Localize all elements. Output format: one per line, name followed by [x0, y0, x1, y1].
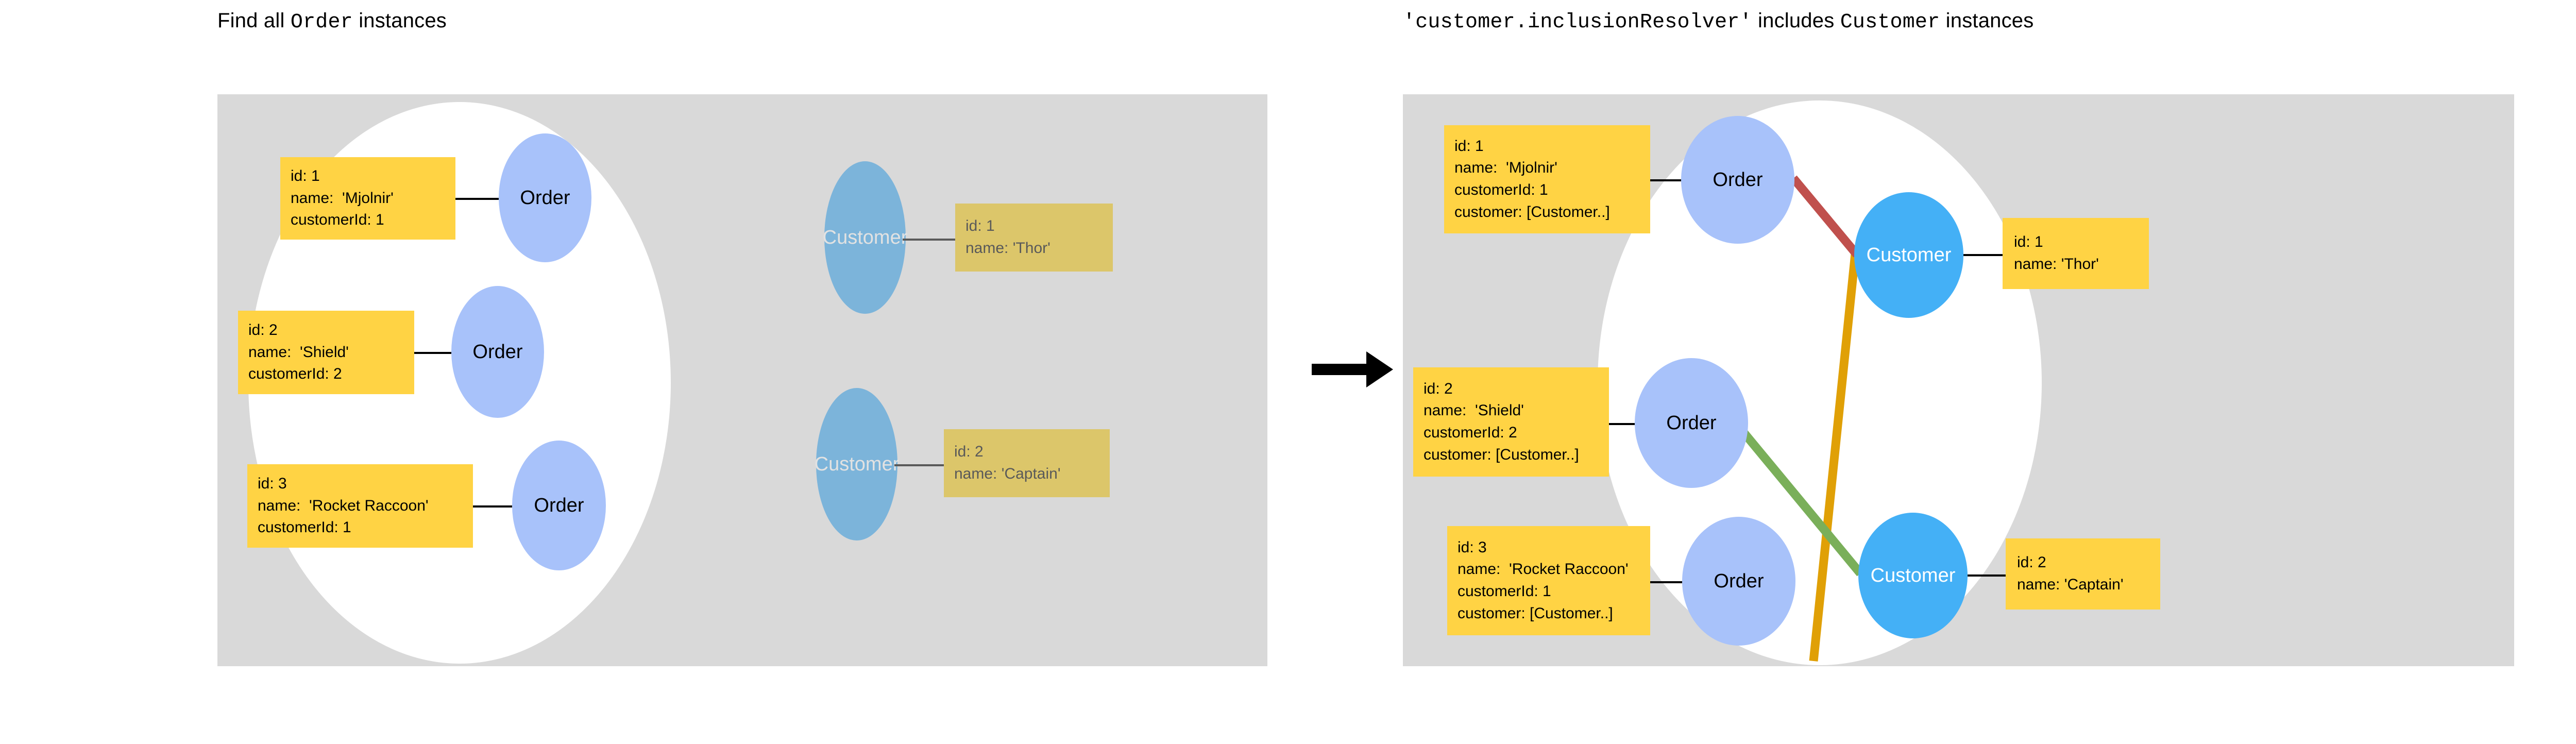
right-title-part-3: instances [1940, 9, 2034, 32]
right-order-card-3-line-1: name: 'Rocket Raccoon' [1458, 561, 1629, 578]
left-customer-card-2-line-1: name: 'Captain' [954, 465, 1061, 482]
left-order-card-3-line-1: name: 'Rocket Raccoon' [258, 497, 429, 514]
right-title-part-1: includes [1752, 9, 1840, 32]
right-order-card-2-line-3: customer: [Customer..] [1423, 446, 1579, 463]
left-customer-node-2: Customer [814, 388, 900, 540]
left-panel-title: Find all Order instances [217, 9, 447, 34]
right-customer-node-1-label: Customer [1866, 244, 1952, 266]
left-customer-node-1-label: Customer [822, 227, 908, 248]
left-order-card-1-line-0: id: 1 [291, 167, 320, 185]
left-order-node-3-label: Order [534, 495, 584, 516]
left-customer-connector-1 [903, 239, 955, 241]
left-order-card-3-line-0: id: 3 [258, 475, 287, 493]
right-order-card-1-line-2: customerId: 1 [1454, 181, 1548, 198]
right-order-card-2: id: 2 name: 'Shield' customerId: 2 custo… [1413, 367, 1609, 477]
right-arrow-icon [1309, 346, 1396, 393]
right-order-card-1: id: 1 name: 'Mjolnir' customerId: 1 cust… [1444, 125, 1650, 233]
left-order-card-1: id: 1 name: 'Mjolnir' customerId: 1 [280, 157, 455, 240]
left-order-node-1: Order [499, 133, 591, 262]
left-order-node-2-label: Order [472, 341, 523, 363]
right-order-node-1-label: Order [1713, 169, 1763, 191]
left-order-card-3: id: 3 name: 'Rocket Raccoon' customerId:… [247, 464, 473, 548]
right-customer-card-1: id: 1 name: 'Thor' [2003, 218, 2149, 289]
left-order-card-2: id: 2 name: 'Shield' customerId: 2 [238, 311, 414, 394]
left-order-card-2-line-2: customerId: 2 [248, 365, 342, 383]
left-order-node-3: Order [512, 441, 606, 570]
right-panel: id: 1 name: 'Mjolnir' customerId: 1 cust… [1403, 94, 2514, 666]
right-order-card-2-line-1: name: 'Shield' [1423, 402, 1524, 419]
right-order-connector-1 [1650, 179, 1681, 181]
right-order-card-3-line-3: customer: [Customer..] [1458, 604, 1613, 622]
left-order-card-1-line-1: name: 'Mjolnir' [291, 189, 394, 207]
left-order-card-2-line-1: name: 'Shield' [248, 343, 349, 361]
left-customer-card-1-line-1: name: 'Thor' [965, 240, 1050, 257]
left-order-card-3-line-2: customerId: 1 [258, 519, 351, 536]
left-customer-connector-2 [894, 464, 944, 466]
right-order-node-3-label: Order [1714, 570, 1764, 592]
right-order-card-3-line-0: id: 3 [1458, 538, 1487, 556]
right-title-part-2: Customer [1840, 11, 1940, 34]
left-customer-node-2-label: Customer [814, 453, 900, 475]
right-customer-connector-1 [1963, 254, 2003, 256]
right-order-card-3: id: 3 name: 'Rocket Raccoon' customerId:… [1447, 526, 1650, 635]
right-order-node-2-label: Order [1666, 412, 1717, 434]
left-customer-card-1: id: 1 name: 'Thor' [955, 204, 1113, 272]
right-customer-node-1: Customer [1854, 192, 1963, 318]
right-order-card-1-line-1: name: 'Mjolnir' [1454, 159, 1557, 177]
right-order-connector-3 [1650, 581, 1682, 583]
left-order-card-2-line-0: id: 2 [248, 322, 278, 339]
left-customer-card-1-line-0: id: 1 [965, 217, 995, 235]
left-title-part-2: instances [352, 9, 447, 32]
right-customer-card-1-line-0: id: 1 [2014, 233, 2043, 251]
right-order-card-3-line-2: customerId: 1 [1458, 583, 1551, 600]
right-customer-node-2-label: Customer [1870, 565, 1956, 586]
right-customer-card-2-line-1: name: 'Captain' [2017, 576, 2124, 593]
right-customer-node-2: Customer [1858, 513, 1968, 638]
right-order-card-2-line-2: customerId: 2 [1423, 424, 1517, 441]
left-order-connector-2 [414, 352, 451, 354]
right-title-part-0: 'customer.inclusionResolver' [1403, 11, 1752, 34]
left-title-part-0: Find all [217, 9, 291, 32]
left-order-card-1-line-2: customerId: 1 [291, 211, 384, 229]
left-order-node-2: Order [451, 286, 544, 418]
right-customer-card-2: id: 2 name: 'Captain' [2006, 538, 2160, 610]
right-customer-card-1-line-1: name: 'Thor' [2014, 256, 2099, 273]
right-customer-card-2-line-0: id: 2 [2017, 554, 2046, 571]
right-order-node-2: Order [1635, 358, 1748, 488]
left-title-part-1: Order [290, 11, 353, 34]
right-panel-title: 'customer.inclusionResolver' includes Cu… [1403, 9, 2033, 34]
right-order-node-3: Order [1682, 517, 1795, 646]
left-order-node-1-label: Order [520, 187, 570, 209]
right-order-card-1-line-3: customer: [Customer..] [1454, 203, 1610, 221]
left-order-connector-1 [455, 198, 499, 200]
right-customer-connector-2 [1968, 574, 2006, 577]
right-order-card-2-line-0: id: 2 [1423, 380, 1453, 397]
left-customer-node-1: Customer [822, 161, 908, 314]
left-panel: id: 1 name: 'Mjolnir' customerId: 1 Orde… [217, 94, 1267, 666]
right-order-card-1-line-0: id: 1 [1454, 137, 1484, 155]
left-customer-card-2: id: 2 name: 'Captain' [944, 429, 1110, 497]
left-customer-card-2-line-0: id: 2 [954, 443, 984, 461]
right-order-node-1: Order [1681, 116, 1794, 244]
left-order-connector-3 [473, 505, 512, 508]
right-order-connector-2 [1609, 423, 1635, 425]
